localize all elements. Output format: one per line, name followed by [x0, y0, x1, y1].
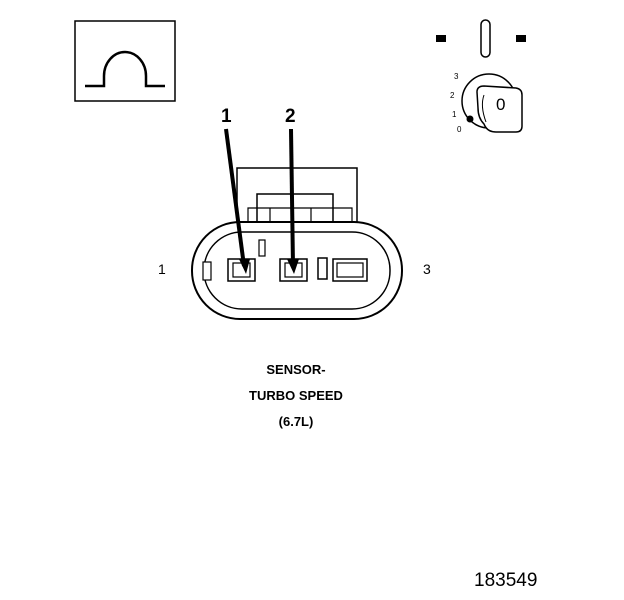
terminal-c-contact — [336, 262, 364, 278]
probe-1-label: 1 — [221, 106, 232, 127]
figure-number: 183549 — [474, 570, 538, 591]
ignition-dot-left — [436, 35, 446, 42]
connector-pin-1-label: 1 — [158, 261, 166, 277]
probe-2-label: 2 — [285, 106, 296, 127]
connector-housing — [191, 167, 403, 320]
connector-latch-inner — [247, 207, 353, 229]
probe-2-lead — [289, 128, 295, 267]
probe-1-tip — [239, 259, 250, 274]
connector-latch — [236, 167, 358, 229]
caption-line-3: (6.7L) — [278, 414, 314, 429]
ohm-box — [74, 20, 176, 102]
ignition-dot-right — [516, 35, 526, 42]
ignition-position-0: 0 — [457, 125, 462, 134]
connector-slot — [317, 257, 328, 280]
ignition-switch — [436, 19, 526, 133]
polarization-key-left — [202, 261, 212, 281]
ignition-position-2: 2 — [450, 91, 455, 100]
ohmmeter-symbol — [74, 20, 176, 102]
connector-pin-3-label: 3 — [423, 261, 431, 277]
ignition-position-1: 1 — [452, 110, 457, 119]
key-bow-curve — [481, 94, 487, 123]
key-label: 0 — [496, 95, 506, 114]
ignition-position-3: 3 — [454, 72, 459, 81]
probe-2-tip — [287, 259, 299, 274]
caption-line-1: SENSOR- — [266, 362, 326, 377]
index-post — [258, 239, 266, 257]
connector-latch-tab — [256, 193, 334, 229]
ignition-position-marker — [466, 115, 474, 123]
ohm-icon — [85, 50, 165, 88]
ignition-slot — [480, 19, 491, 58]
caption-line-2: TURBO SPEED — [249, 388, 343, 403]
test-probes — [224, 128, 299, 274]
key-icon — [476, 85, 523, 133]
probe-1-lead — [224, 128, 246, 267]
terminal-cavity-c — [332, 258, 368, 282]
